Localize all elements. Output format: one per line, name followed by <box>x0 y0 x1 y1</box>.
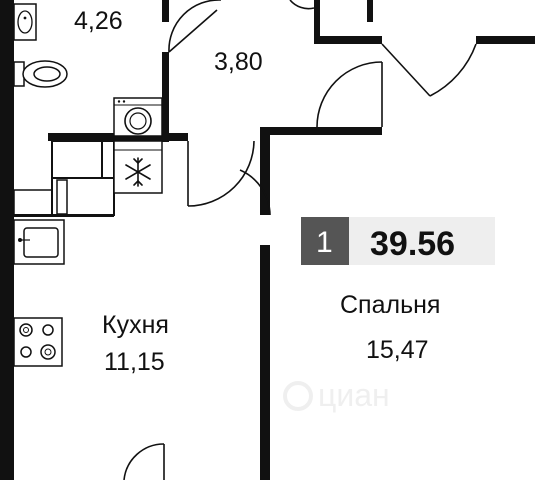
bedroom-name: Спальня <box>340 291 440 319</box>
badge-total-area: 39.56 <box>370 225 455 263</box>
kitchen-door-swing <box>187 140 255 207</box>
hall-area: 3,80 <box>214 48 263 76</box>
bedroom-door-swing-lower <box>239 169 271 216</box>
badge-rooms-box <box>301 217 349 265</box>
bathroom-door-leaf <box>168 9 218 53</box>
wall-left-outer <box>0 0 14 480</box>
watermark-text: циан <box>318 377 390 413</box>
wall-bathroom-right-upper <box>162 0 169 22</box>
kitchen-cabinets <box>13 140 115 216</box>
kitchen-bottom-door-swing <box>123 443 165 480</box>
sink-icon <box>13 3 37 41</box>
hall-door-leaf <box>381 43 431 97</box>
kitchen-area: 11,15 <box>104 348 165 376</box>
kitchen-name: Кухня <box>102 311 169 339</box>
kitchen-sink-icon <box>13 219 65 265</box>
stove-icon <box>13 317 63 367</box>
wall-bedroom-top <box>476 36 535 44</box>
badge-area-box <box>349 217 495 265</box>
wall-bedroom-left-lower <box>260 245 270 480</box>
watermark: циан <box>283 377 390 413</box>
bedroom-area: 15,47 <box>366 336 429 364</box>
doors <box>123 0 477 480</box>
top-door-arc <box>289 0 315 10</box>
bathroom-area: 4,26 <box>74 7 123 35</box>
bathroom-door-swing <box>168 0 221 53</box>
freezer-icon <box>113 140 163 194</box>
bedroom-door-swing <box>316 61 383 128</box>
area-badge: 1 39.56 <box>301 217 495 265</box>
wall-hall-top-right <box>314 0 320 44</box>
watermark-logo-icon <box>283 381 313 411</box>
wall-bedroom-left-upper <box>260 127 270 215</box>
wall-top-right-post <box>367 0 373 22</box>
wall-bedroom-top-left <box>260 127 382 135</box>
badge-rooms-count: 1 <box>316 226 333 259</box>
washing-machine-icon <box>113 97 163 137</box>
toilet-icon <box>13 60 68 88</box>
wall-hall-top <box>314 36 382 44</box>
wall-bathroom-right-lower <box>162 52 169 142</box>
wall-bathroom-bottom <box>48 133 188 141</box>
hall-door-swing <box>429 43 477 97</box>
